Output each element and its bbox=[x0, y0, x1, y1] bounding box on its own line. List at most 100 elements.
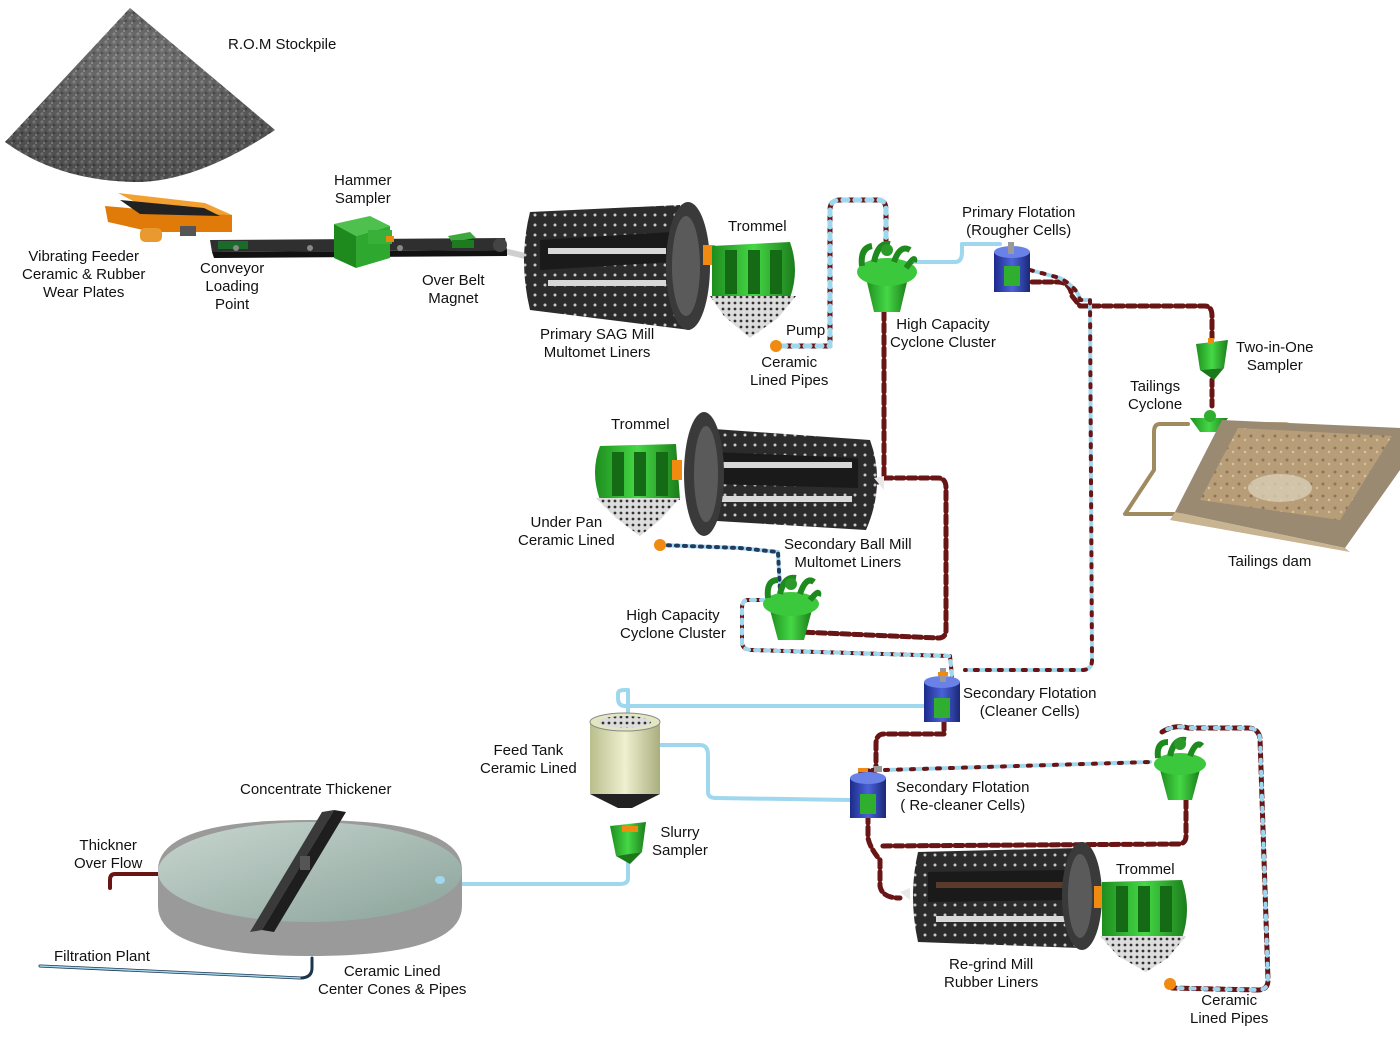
label-regrind-mill: Re-grind Mill Rubber Liners bbox=[944, 956, 1038, 992]
label-line: Vibrating Feeder bbox=[28, 248, 139, 265]
hammer-sampler bbox=[334, 216, 394, 268]
label-line: Sampler bbox=[652, 842, 708, 859]
label-line: Tailings bbox=[1130, 378, 1181, 395]
label-line: Concentrate Thickener bbox=[240, 781, 392, 798]
label-two-in-one-sampler: Two-in-One Sampler bbox=[1236, 339, 1314, 375]
primary-sag-mill bbox=[524, 202, 710, 330]
trommel-2 bbox=[595, 444, 682, 551]
feed-tank bbox=[589, 712, 661, 808]
label-line: Multomet Liners bbox=[794, 554, 902, 571]
label-line: Secondary Flotation bbox=[896, 779, 1030, 796]
label-line: Ceramic Lined bbox=[480, 760, 577, 777]
label-line: Filtration Plant bbox=[54, 948, 150, 965]
label-line: Tailings dam bbox=[1228, 553, 1312, 570]
label-line: Thickner bbox=[79, 837, 137, 854]
label-line: Ceramic bbox=[761, 354, 818, 371]
label-line: High Capacity bbox=[626, 607, 720, 624]
label-line: Trommel bbox=[1116, 861, 1175, 878]
pipe-tailings-to-dam bbox=[1123, 422, 1190, 516]
label-cyclone-cluster-2: High Capacity Cyclone Cluster bbox=[620, 607, 726, 643]
label-primary-sag-mill: Primary SAG Mill Multomet Liners bbox=[540, 326, 654, 362]
label-line: Feed Tank bbox=[493, 742, 564, 759]
cyclone-cluster-1 bbox=[857, 240, 918, 312]
label-line: Ceramic Lined bbox=[343, 963, 441, 980]
label-line: Ceramic & Rubber bbox=[22, 266, 146, 283]
label-concentrate-thickener: Concentrate Thickener bbox=[240, 781, 391, 799]
regrind-mill bbox=[900, 842, 1102, 950]
label-line: Trommel bbox=[728, 218, 787, 235]
label-center-cones: Ceramic Lined Center Cones & Pipes bbox=[318, 963, 466, 999]
label-line: Conveyor bbox=[200, 260, 265, 277]
pipe-underpan-to-cyclone-2 bbox=[658, 543, 782, 592]
vibrating-feeder bbox=[105, 193, 232, 242]
label-secondary-flotation-cleaner: Secondary Flotation (Cleaner Cells) bbox=[963, 685, 1096, 721]
label-line: ( Re-cleaner Cells) bbox=[900, 797, 1026, 814]
rom-stockpile bbox=[5, 8, 275, 182]
label-line: Wear Plates bbox=[42, 284, 125, 301]
label-trommel-2: Trommel bbox=[611, 416, 670, 434]
label-line: Re-grind Mill bbox=[949, 956, 1034, 973]
cyclone-cluster-2 bbox=[763, 574, 822, 640]
label-line: Lined Pipes bbox=[1190, 1010, 1269, 1027]
label-over-belt-magnet: Over Belt Magnet bbox=[422, 272, 485, 308]
label-line: R.O.M Stockpile bbox=[228, 36, 337, 53]
label-under-pan: Under Pan Ceramic Lined bbox=[518, 514, 615, 550]
label-line: Secondary Flotation bbox=[963, 685, 1097, 702]
trommel-1 bbox=[703, 242, 796, 352]
label-slurry-sampler: Slurry Sampler bbox=[652, 824, 708, 860]
cyclone-cluster-3 bbox=[1154, 736, 1206, 800]
label-secondary-flotation-recleaner: Secondary Flotation ( Re-cleaner Cells) bbox=[896, 779, 1029, 815]
label-line: Magnet bbox=[428, 290, 479, 307]
label-line: Sampler bbox=[1246, 357, 1303, 374]
pipe-cleaner-to-feed-tank bbox=[616, 688, 927, 722]
label-line: High Capacity bbox=[896, 316, 990, 333]
label-line: (Cleaner Cells) bbox=[979, 703, 1080, 720]
label-line: Slurry bbox=[660, 824, 700, 841]
label-feed-tank: Feed Tank Ceramic Lined bbox=[480, 742, 577, 778]
label-line: Cyclone Cluster bbox=[890, 334, 996, 351]
label-line: Primary SAG Mill bbox=[540, 326, 655, 343]
trommel-3 bbox=[1094, 880, 1187, 990]
pipe-rougher-to-tailings bbox=[1029, 279, 1215, 341]
label-vibrating-feeder: Vibrating Feeder Ceramic & Rubber Wear P… bbox=[22, 248, 145, 302]
label-hammer-sampler: Hammer Sampler bbox=[334, 172, 392, 208]
pipe-feed-tank-to-recleaner bbox=[658, 743, 852, 802]
label-line: Secondary Ball Mill bbox=[784, 536, 912, 553]
label-thickener-overflow: Thickner Over Flow bbox=[74, 837, 142, 873]
label-primary-flotation: Primary Flotation (Rougher Cells) bbox=[962, 204, 1075, 240]
label-tailings-cyclone: Tailings Cyclone bbox=[1128, 378, 1182, 414]
label-line: Center Cones & Pipes bbox=[318, 981, 467, 998]
pipe-cyclone-3-under bbox=[877, 797, 1189, 849]
pipe-recleaner-to-regrind bbox=[865, 812, 903, 901]
label-conveyor: Conveyor Loading Point bbox=[200, 260, 264, 314]
label-ceramic-lined-pipes-2: Ceramic Lined Pipes bbox=[1190, 992, 1268, 1028]
label-pump: Pump bbox=[786, 322, 825, 340]
label-line: Trommel bbox=[611, 416, 670, 433]
secondary-ball-mill bbox=[684, 412, 884, 536]
label-line: Over Belt bbox=[422, 272, 485, 289]
label-line: Sampler bbox=[334, 190, 391, 207]
pipe-cleaner-to-recleaner bbox=[855, 719, 947, 775]
label-rom-stockpile: R.O.M Stockpile bbox=[228, 36, 336, 54]
label-trommel-3: Trommel bbox=[1116, 861, 1175, 879]
pipe-cyclone-1-to-rougher bbox=[908, 242, 1002, 264]
slurry-sampler bbox=[610, 822, 646, 864]
label-line: Ceramic bbox=[1201, 992, 1258, 1009]
label-line: Ceramic Lined bbox=[518, 532, 615, 549]
label-line: Multomet Liners bbox=[543, 344, 651, 361]
over-belt-magnet bbox=[448, 232, 476, 248]
pipe-thickener-overflow bbox=[108, 872, 160, 890]
pipe-sampler-to-thickener bbox=[438, 860, 630, 886]
label-line: (Rougher Cells) bbox=[966, 222, 1072, 239]
tailings-dam bbox=[1170, 420, 1400, 552]
label-tailings-dam: Tailings dam bbox=[1228, 553, 1311, 571]
label-cyclone-cluster-1: High Capacity Cyclone Cluster bbox=[890, 316, 996, 352]
secondary-flotation-cleaner bbox=[924, 668, 960, 722]
label-line: Pump bbox=[786, 322, 826, 339]
label-line: Two-in-One bbox=[1236, 339, 1314, 356]
concentrate-thickener bbox=[158, 810, 462, 956]
primary-flotation-rougher bbox=[994, 242, 1030, 292]
label-line: Point bbox=[215, 296, 250, 313]
